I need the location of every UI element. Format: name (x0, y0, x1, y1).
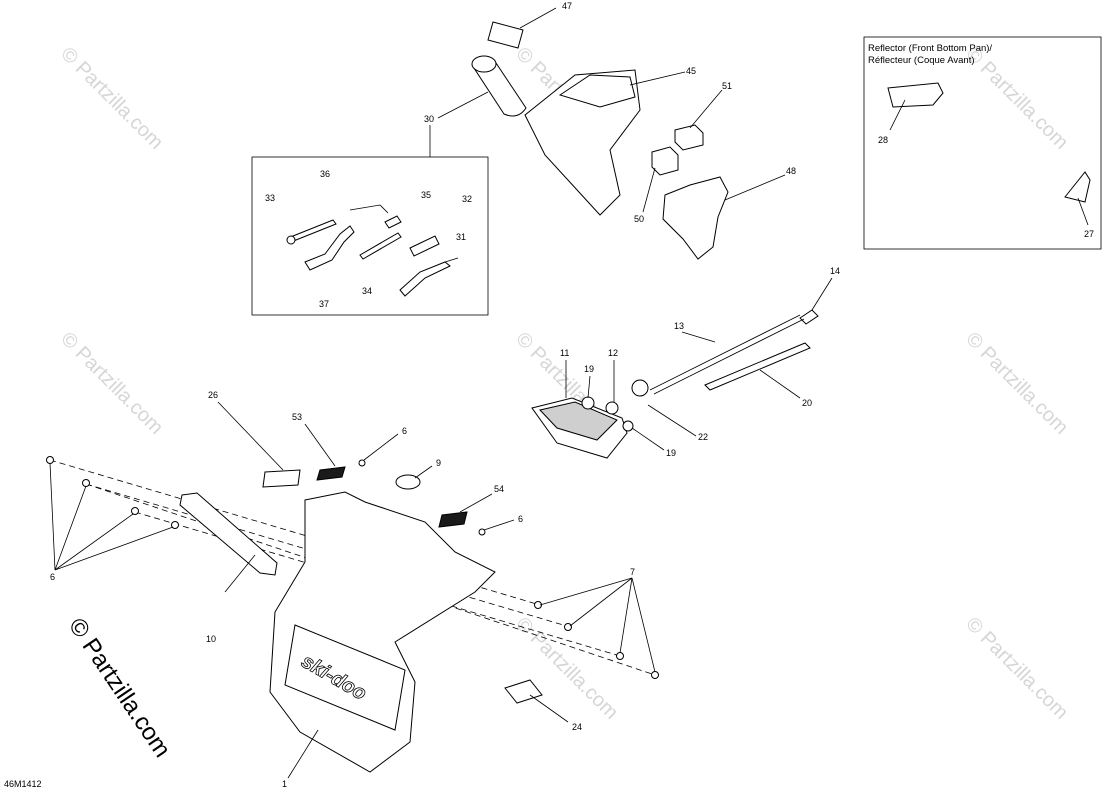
callout-51: 51 (722, 81, 732, 91)
callout-33: 33 (265, 193, 275, 203)
light-assembly (531, 277, 833, 459)
tool-kit-box (251, 125, 489, 316)
callout-32: 32 (462, 194, 472, 204)
callout-28: 28 (878, 135, 888, 145)
callout-27: 27 (1084, 229, 1094, 239)
callout-54: 54 (494, 484, 504, 494)
watermark: © Partzilla.com (56, 328, 167, 439)
callout-12: 12 (608, 348, 618, 358)
callout-19b: 19 (666, 448, 676, 458)
watermark: © Partzilla.com (961, 613, 1072, 724)
callout-48: 48 (786, 166, 796, 176)
callout-34: 34 (362, 286, 372, 296)
drawing-number: 46M1412 (4, 779, 42, 789)
callout-14: 14 (830, 266, 840, 276)
callout-6-right: 6 (518, 514, 523, 524)
callout-24: 24 (572, 722, 582, 732)
callout-13: 13 (674, 321, 684, 331)
front-panel: ski-doo (46, 401, 659, 779)
callout-30: 30 (424, 114, 434, 124)
callout-35: 35 (421, 190, 431, 200)
callout-50: 50 (634, 214, 644, 224)
callout-22: 22 (698, 432, 708, 442)
callout-47: 47 (562, 1, 572, 11)
watermark: © Partzilla.com (961, 328, 1072, 439)
callout-11: 11 (560, 348, 569, 358)
watermark: © Partzilla.com (961, 43, 1072, 154)
callout-20: 20 (802, 398, 812, 408)
callouts: 47 45 51 30 48 50 36 33 35 32 31 34 37 2… (4, 1, 1094, 789)
watermark-large: © Partzilla.com (63, 613, 176, 762)
callout-9: 9 (436, 458, 441, 468)
callout-1: 1 (282, 779, 287, 789)
reflector-box: Reflector (Front Bottom Pan)/ Réflecteur… (863, 36, 1102, 250)
reflector-box-title: Reflector (Front Bottom Pan)/ (868, 43, 992, 54)
callout-7: 7 (630, 567, 635, 577)
callout-37: 37 (319, 299, 329, 309)
watermark: © Partzilla.com (56, 43, 167, 154)
callout-45: 45 (686, 66, 696, 76)
callout-26: 26 (208, 390, 218, 400)
callout-36: 36 (320, 169, 330, 179)
callout-53: 53 (292, 412, 302, 422)
callout-6-top: 6 (402, 426, 407, 436)
top-parts (437, 7, 786, 260)
callout-19: 19 (584, 364, 594, 374)
callout-31: 31 (456, 232, 466, 242)
callout-6-left: 6 (50, 572, 55, 582)
reflector-box-subtitle: Réflecteur (Coque Avant) (868, 55, 975, 66)
callout-10: 10 (206, 634, 216, 644)
